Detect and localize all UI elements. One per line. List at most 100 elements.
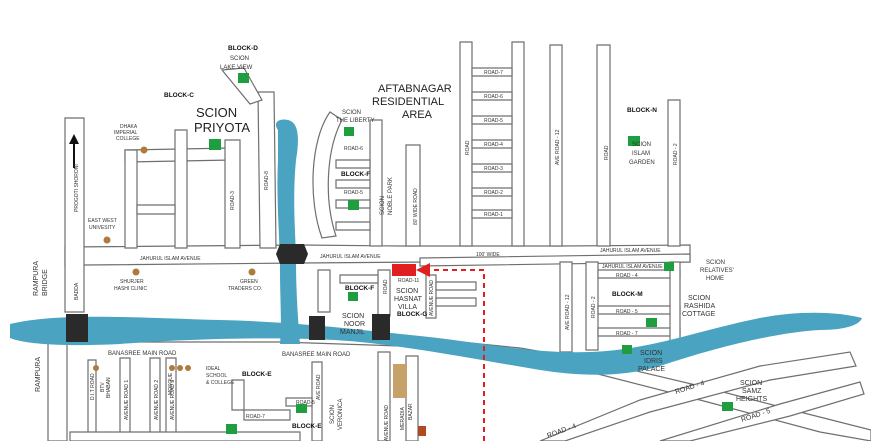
label-noble-park-2: NOBLE PARK xyxy=(388,177,394,215)
label-banasree-1: BANASREE MAIN ROAD xyxy=(108,351,177,357)
label-hasnat-1: SCION xyxy=(396,288,418,295)
marker-liberty xyxy=(344,127,354,136)
label-idris-3: PALACE xyxy=(638,366,665,373)
label-road-7-m: ROAD - 7 xyxy=(616,331,638,337)
label-green-1: GREEN xyxy=(240,279,258,285)
label-road-hasnat: ROAD-11 xyxy=(398,278,420,284)
label-road-6: ROAD-6 xyxy=(484,94,503,100)
label-avenue-road-3: AVENUE ROAD 3 xyxy=(170,380,176,420)
label-road-2-n: ROAD - 2 xyxy=(673,143,679,165)
marker-noble-park xyxy=(348,200,359,210)
label-road-2: ROAD-2 xyxy=(484,190,503,196)
label-noble-park-1: SCION xyxy=(380,196,386,215)
label-noor-2: NOOR xyxy=(344,321,365,328)
dot-east-west xyxy=(103,236,111,244)
label-road-4-m: ROAD - 4 xyxy=(616,273,638,279)
label-block-f2: BLOCK-F xyxy=(345,285,374,292)
label-aftab-1: AFTABNAGAR xyxy=(378,83,452,95)
label-liberty-2: THE LIBERTY xyxy=(336,118,375,124)
bridge-east xyxy=(372,314,390,340)
label-relatives-3: HOME xyxy=(706,276,724,282)
marker-rashida xyxy=(646,318,657,327)
label-road-4: ROAD-4 xyxy=(484,142,503,148)
label-avenue-road-2: AVENUE ROAD 2 xyxy=(154,380,160,420)
label-green-2: TRADERS CO. xyxy=(228,286,262,292)
bridge-noor-manjil xyxy=(309,316,325,340)
label-block-e2: BLOCK-E xyxy=(292,423,322,430)
label-road-v3: ROAD xyxy=(383,279,389,294)
label-aftab-2: RESIDENTIAL xyxy=(372,96,444,108)
marker-priyota xyxy=(209,139,221,150)
label-block-d: BLOCK-D xyxy=(228,45,258,52)
dot-shurjer xyxy=(132,268,140,276)
label-dhaka-imperial-3: COLLEGE xyxy=(116,136,140,142)
label-relatives-1: SCION xyxy=(706,260,725,266)
label-shurjer-2: HASHI CLINIC xyxy=(114,286,147,292)
label-liberty-1: SCION xyxy=(342,110,361,116)
label-ideal-1: IDEAL xyxy=(206,366,221,372)
dot-btv xyxy=(93,365,99,371)
label-progoti: PROGOTI SHORONI xyxy=(74,164,80,212)
label-road-v2: ROAD xyxy=(604,145,610,160)
dot-ideal-3 xyxy=(185,365,191,371)
label-rampura: RAMPURA xyxy=(35,357,42,392)
site-marker xyxy=(392,264,416,276)
label-block-g: BLOCK-G xyxy=(397,311,427,318)
label-samz-1: SCION xyxy=(740,380,762,387)
label-block-f1: BLOCK-F xyxy=(341,171,370,178)
label-ideal-2: SCHOOL xyxy=(206,373,227,379)
label-shurjer-1: SHURJER xyxy=(120,279,144,285)
label-lake-view-2: LAKE VIEW xyxy=(220,65,253,71)
label-road-g2: ROAD-5 xyxy=(344,190,363,196)
label-rashida-3: COTTAGE xyxy=(682,311,716,318)
label-idris-2: IDRIS xyxy=(644,358,663,365)
label-relatives-2: RELATIVES' xyxy=(700,268,734,274)
landmark-dots xyxy=(93,146,426,436)
dot-ideal-1 xyxy=(169,365,175,371)
site-route-dashed xyxy=(428,269,485,441)
label-wide-80: 80' WIDE ROAD xyxy=(413,188,419,225)
label-wide-100: 100' WIDE xyxy=(476,252,500,258)
label-mosque: MOSQUE xyxy=(168,372,174,395)
label-veronica-1: SCION xyxy=(330,405,336,424)
label-priyota-1: SCION xyxy=(196,105,237,120)
label-dit-road: D.I.T ROAD xyxy=(90,373,96,400)
label-road-8: ROAD-8 xyxy=(264,171,270,190)
dot-dhaka-imperial xyxy=(140,146,148,154)
label-jahurul-east: JAHURUL ISLAM AVENUE xyxy=(600,248,661,254)
marker-block-f xyxy=(348,292,358,301)
label-meradia-2: BAZAR xyxy=(408,403,414,420)
label-jahurul-mid: JAHURUL ISLAM AVENUE xyxy=(320,254,381,260)
label-road-g1: ROAD-6 xyxy=(344,146,363,152)
project-markers xyxy=(209,73,733,434)
dot-green xyxy=(248,268,256,276)
site-location xyxy=(392,263,485,441)
bridge-rampura xyxy=(66,314,88,342)
label-dhaka-imperial-1: DHAKA xyxy=(120,124,138,130)
label-avenue-road-1: AVENUE ROAD 1 xyxy=(124,380,130,420)
label-rampura-bridge-1: RAMPURA xyxy=(33,261,40,296)
label-veronica-2: VERONICA xyxy=(338,399,344,430)
site-arrow-icon xyxy=(416,263,430,277)
marker-islam-garden xyxy=(628,136,640,146)
label-road-5-m: ROAD - 5 xyxy=(616,309,638,315)
label-road-v: ROAD xyxy=(465,140,471,155)
label-road-3: ROAD-3 xyxy=(230,191,236,210)
label-banasree-2: BANASREE MAIN ROAD xyxy=(282,352,351,358)
label-noor-1: SCION xyxy=(342,313,364,320)
marker-meradia xyxy=(393,364,407,398)
label-east-west-1: EAST WEST xyxy=(88,218,117,224)
marker-lake-view xyxy=(238,73,249,83)
label-block-e: BLOCK-E xyxy=(242,371,272,378)
label-jahurul-far: JAHURUL ISLAM AVENUE xyxy=(602,264,663,270)
label-hasnat-2: HASNAT xyxy=(394,296,423,303)
label-road-7-top: ROAD-7 xyxy=(484,70,503,76)
label-meradia-1: MERADIA xyxy=(400,407,406,430)
label-idris-1: SCION xyxy=(640,350,662,357)
label-samz-3: HEIGHTS xyxy=(736,396,767,403)
label-noor-3: MANJIL xyxy=(340,329,365,336)
label-ideal-3: & COLLEGE xyxy=(206,380,235,386)
label-rashida-2: RASHIDA xyxy=(684,303,715,310)
marker-idris xyxy=(622,345,632,354)
